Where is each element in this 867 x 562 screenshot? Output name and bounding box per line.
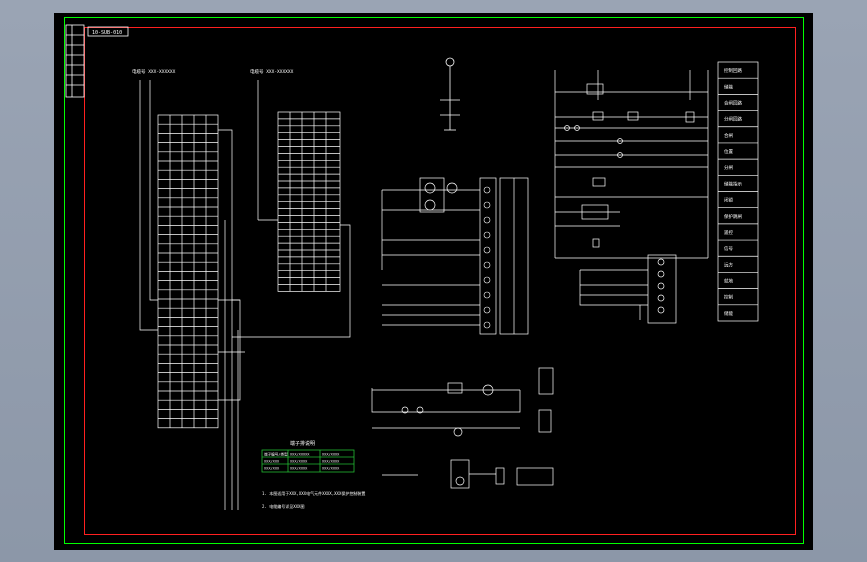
note-1: 1. 本图适用于XXX,XXX电气元件XXXX,XXX保护控制装置 (262, 490, 365, 496)
terminal-icon (483, 216, 491, 224)
panel-item-label: 信号 (724, 245, 733, 252)
panel-item-label: 合闸回路 (724, 99, 742, 106)
cable-label-left: 电缆号 XXX-XXXXXX (132, 68, 176, 75)
legend-cell: XXX/XXX (264, 460, 280, 464)
panel-item-label: 储能 (724, 310, 733, 317)
indicator-circuit (579, 254, 677, 324)
terminal-icon (483, 246, 491, 254)
legend-table (261, 449, 355, 473)
transformer-icon (440, 57, 460, 131)
legend-cell: XXX/XXX (264, 467, 280, 471)
panel-item-label: 控制 (724, 294, 733, 301)
center-circuit (381, 177, 529, 335)
panel-item-label: 储能指示 (724, 180, 742, 187)
cable-label-middle: 电缆号 XXX-XXXXXX (250, 68, 294, 75)
right-label-panel: 控制回路储能合闸回路分闸回路合闸位置分闸储能指示闭锁保护跳闸遥控信号远方就地控制… (717, 61, 759, 322)
legend-cell: XXX/XXXX (290, 460, 308, 464)
terminal-icon (483, 231, 491, 239)
terminal-icon (483, 276, 491, 284)
panel-item-label: 遥控 (724, 229, 733, 236)
cable-table-left (157, 114, 219, 429)
note-2: 2. 电缆编号详见XXX图 (262, 503, 304, 509)
terminal-icon (483, 201, 491, 209)
wiring-left (139, 80, 351, 510)
terminal-column-center (483, 186, 491, 329)
cable-table-middle (277, 111, 341, 292)
legend-cell: XXX/XXXXX (290, 453, 310, 457)
inner-border-frame (84, 27, 796, 535)
legend-cell: XXX/XXXX (290, 467, 308, 471)
panel-item-label: 位置 (724, 148, 733, 155)
legend-cell: XXX/XXXX (322, 453, 340, 457)
panel-item-label: 储能 (724, 83, 733, 90)
terminal-icon (483, 291, 491, 299)
legend-cell: 端子编号/类型 (264, 452, 288, 457)
lower-circuits (371, 367, 554, 489)
legend-title: 端子排说明 (290, 440, 315, 447)
outer-border-frame (64, 17, 804, 544)
legend-cell: XXX/XXXX (322, 467, 340, 471)
control-circuit-right (554, 70, 709, 259)
legend-cell: XXX/XXXX (322, 460, 340, 464)
panel-item-label: 分闸 (724, 164, 733, 171)
terminal-icon (483, 261, 491, 269)
terminal-icon (483, 186, 491, 194)
terminal-icon (483, 306, 491, 314)
panel-item-label: 分闸回路 (724, 116, 742, 123)
panel-item-label: 控制回路 (724, 67, 742, 74)
drawing-number: 10-SUB-010 (92, 30, 122, 36)
panel-item-label: 就地 (724, 278, 733, 285)
panel-item-label: 合闸 (724, 132, 733, 139)
panel-item-label: 远方 (724, 261, 733, 268)
panel-item-label: 保护跳闸 (724, 213, 742, 220)
terminal-icon (483, 321, 491, 329)
drawing-canvas (54, 13, 813, 550)
panel-item-label: 闭锁 (724, 197, 733, 204)
title-block (65, 24, 129, 98)
